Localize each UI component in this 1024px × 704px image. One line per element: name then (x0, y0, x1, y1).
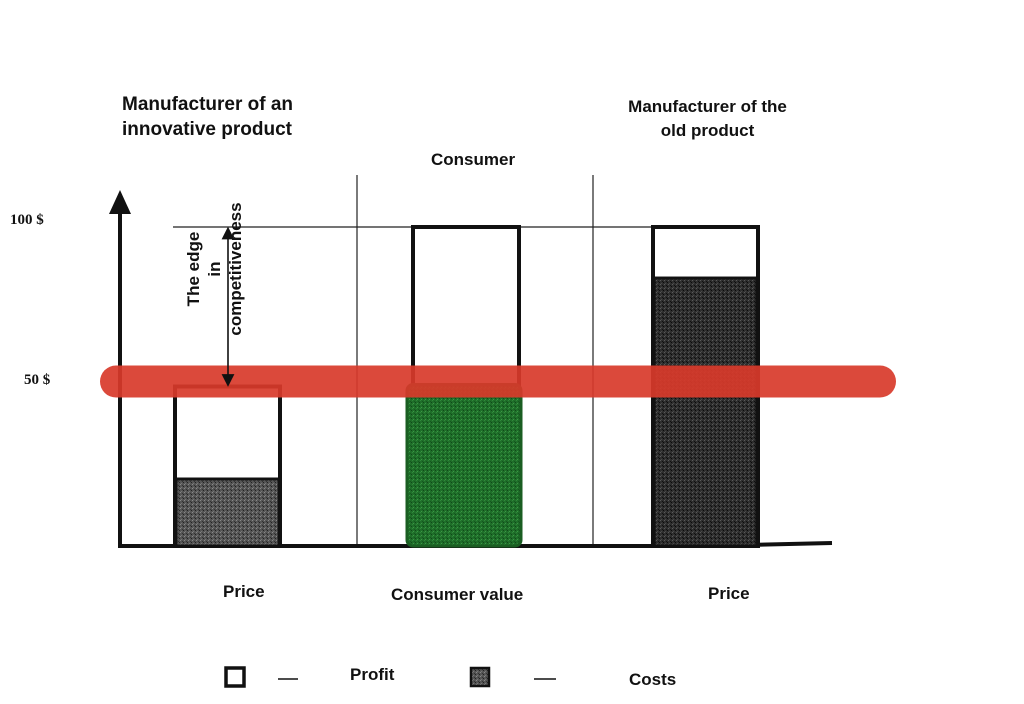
innovative-title-line2: innovative product (122, 119, 292, 140)
innovative-title: Manufacturer of an innovative product (122, 92, 293, 142)
innovative-title-line1: Manufacturer of an (122, 94, 294, 115)
tick-100: 100 $ (10, 212, 44, 228)
legend-costs-label: Costs (629, 670, 677, 689)
consumer-title-text: Consumer (431, 150, 516, 169)
edge-label-line2: in (205, 261, 224, 277)
legend-costs-swatch (469, 666, 491, 688)
old-cost-segment (652, 276, 759, 548)
old-title-line1: Manufacturer of the (628, 97, 787, 116)
y-axis-arrow-icon (109, 190, 131, 214)
category-innovative-price: Price (223, 582, 265, 601)
legend-profit-label: Profit (350, 665, 395, 684)
consumer-title: Consumer (431, 148, 515, 172)
edge-label-line3: competitiveness (226, 202, 245, 336)
edge-label-line1: The edge (184, 231, 203, 307)
tick-50: 50 $ (24, 372, 51, 388)
legend-profit-swatch (224, 666, 246, 688)
bar-innovative (173, 384, 282, 548)
category-old-price: Price (708, 584, 750, 603)
edge-label: The edge in competitiveness (183, 179, 249, 359)
old-title: Manufacturer of the old product (610, 95, 805, 143)
consumer-value-segment (405, 383, 523, 548)
innovative-cost-segment (174, 477, 281, 548)
old-title-line2: old product (660, 121, 755, 140)
category-consumer-value: Consumer value (391, 585, 524, 604)
